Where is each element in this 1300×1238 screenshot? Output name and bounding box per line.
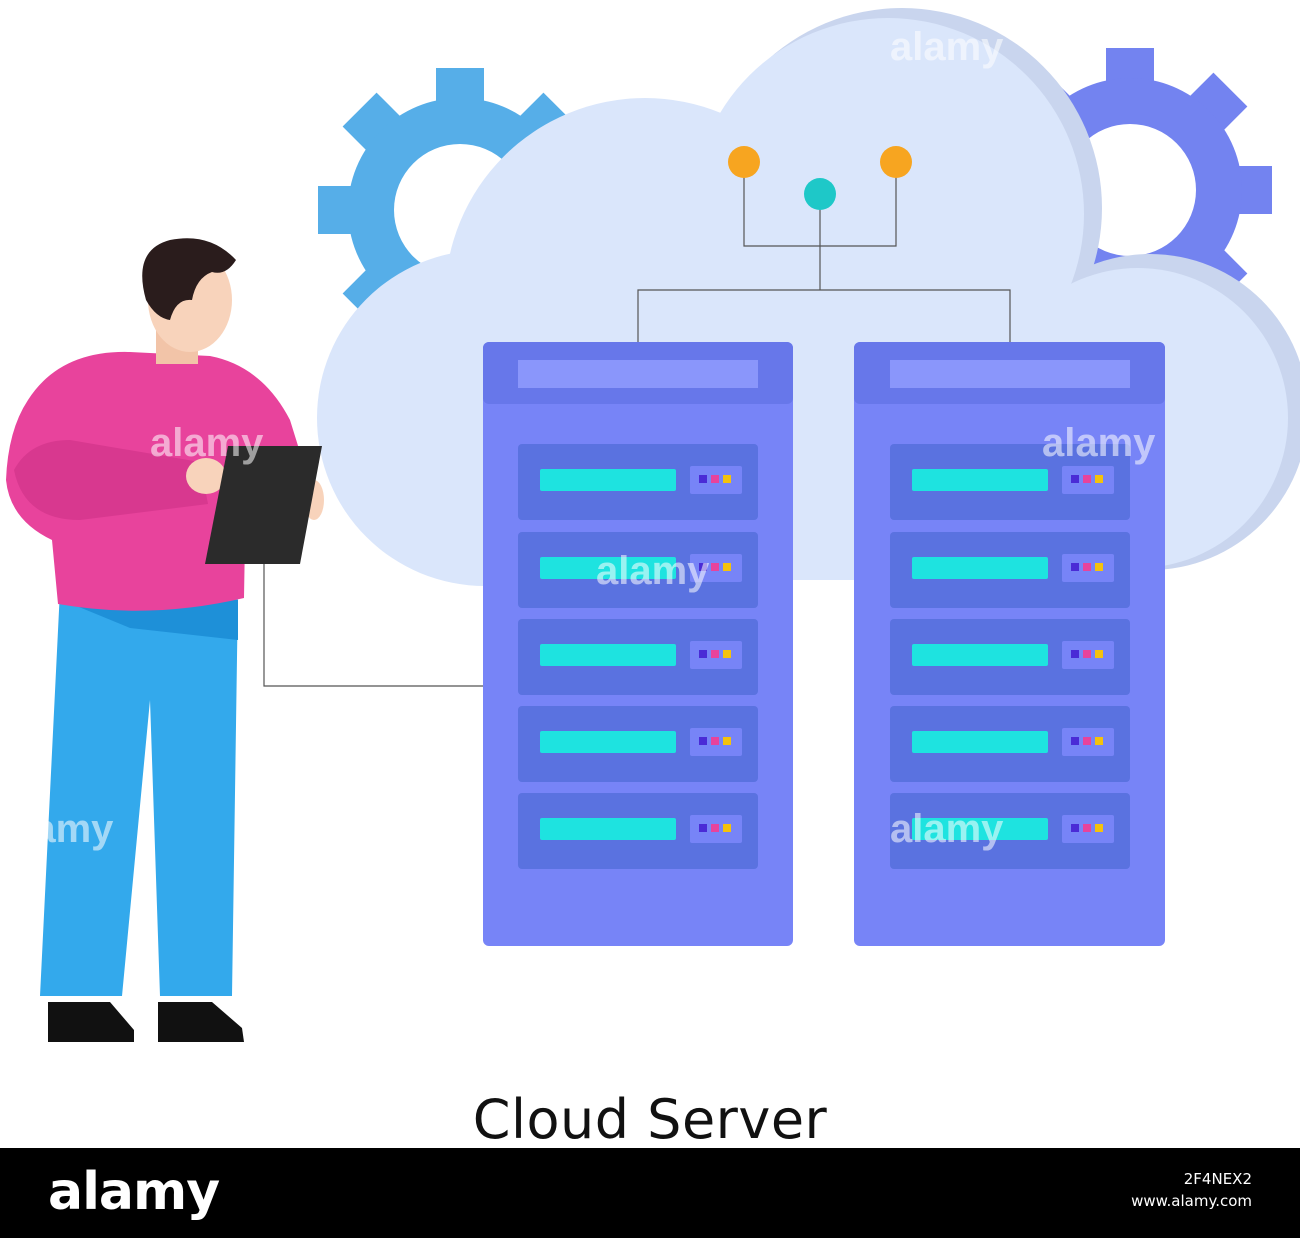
svg-text:alamy: alamy: [0, 807, 114, 851]
image-id: 2F4NEX2: [1183, 1170, 1252, 1188]
svg-text:alamy: alamy: [596, 549, 710, 593]
image-credit: 2F4NEX2 www.alamy.com: [1131, 1168, 1252, 1212]
server-rack-left: [483, 342, 793, 946]
svg-text:alamy: alamy: [890, 807, 1004, 851]
cloud-server-illustration: alamy alamy alamy alamy alamy alamy: [0, 8, 1300, 1042]
footer-bar: alamy 2F4NEX2 www.alamy.com: [0, 1148, 1300, 1238]
svg-text:alamy: alamy: [1042, 421, 1156, 465]
network-nodes: [728, 146, 912, 210]
server-rack-right: [854, 342, 1165, 946]
watermark-overlay: alamy alamy alamy alamy alamy alamy: [0, 25, 1156, 851]
tablet-icon: [205, 446, 322, 564]
svg-text:alamy: alamy: [890, 25, 1004, 69]
site-url: www.alamy.com: [1131, 1192, 1252, 1210]
brand-logo: alamy: [48, 1162, 220, 1222]
person-figure: [6, 238, 324, 1042]
illustration-caption: Cloud Server: [472, 1088, 828, 1151]
svg-text:alamy: alamy: [150, 421, 264, 465]
